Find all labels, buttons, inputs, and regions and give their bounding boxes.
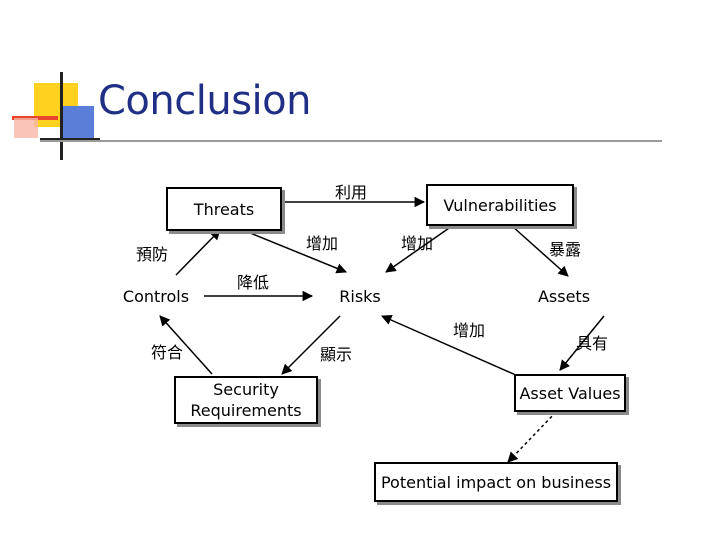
arrow-risks-secreq [281,315,341,375]
node-risks-label: Risks [339,286,381,306]
node-potential-impact-label: Potential impact on business [380,472,612,492]
edge-label-protect: 預防 [136,245,169,264]
node-vulnerabilities-label: Vulnerabilities [443,195,557,215]
edge-label-exploit: 利用 [335,183,368,202]
node-potential-impact: Potential impact on business [374,462,618,502]
arrow-vulnerabilities-assets [511,225,569,277]
node-security-requirements-label: Security Requirements [190,380,302,420]
arrow-secreq-controls [159,315,213,375]
node-security-requirements: Security Requirements [174,376,318,424]
decor-red-square [14,118,38,138]
edge-label-reduce: 降低 [237,273,270,292]
edge-label-increase-vulnerabilities: 增加 [401,234,434,253]
edge-label-have: 具有 [576,334,609,353]
node-threats-label: Threats [193,199,255,219]
arrow-assetvalues-risks [381,315,519,377]
node-asset-values: Asset Values [514,374,626,412]
edge-label-expose: 暴露 [549,240,582,259]
decor-blue-square [62,106,94,138]
arrow-threats-risks [237,227,347,274]
arrow-assetvalues-impact [507,411,557,463]
arrow-assets-assetvalues [559,315,605,371]
edge-label-indicate: 顯示 [320,345,353,364]
edge-label-increase-threats: 增加 [306,234,339,253]
arrow-vulnerabilities-risks [385,225,453,273]
title-underline [40,140,662,142]
node-risks: Risks [320,284,400,308]
node-assets-label: Assets [537,286,591,306]
arrow-controls-threats [175,229,221,276]
page-title: Conclusion [98,78,312,124]
node-assets: Assets [526,284,602,308]
node-asset-values-label: Asset Values [519,383,621,403]
edge-label-increase-assetvalues: 增加 [453,321,486,340]
decor-vertical-line [60,72,63,160]
edge-label-meet: 符合 [151,343,184,362]
node-vulnerabilities: Vulnerabilities [426,184,574,226]
node-threats: Threats [166,187,282,231]
node-controls-label: Controls [122,286,190,306]
node-controls: Controls [110,284,202,308]
decor-horizontal-line [40,138,100,141]
